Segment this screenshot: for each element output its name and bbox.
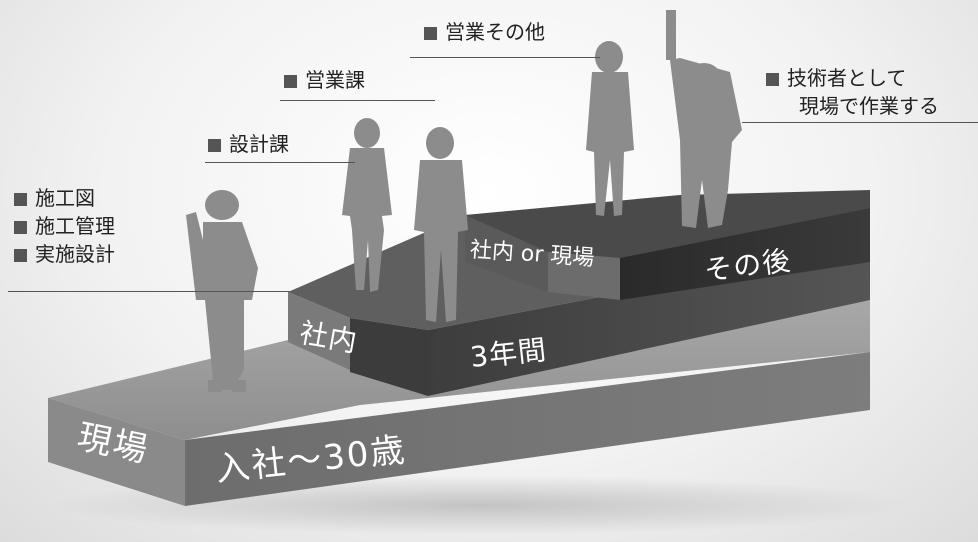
bullet-square-icon [208,139,221,152]
mid-step-front [428,245,870,396]
top-step-top [465,190,870,258]
genba-task-item: 施工図 [14,184,115,212]
engineer-silhouette [666,10,742,228]
design-note: 設計課 [208,130,289,158]
bullet-square-icon [14,193,27,206]
genba-leader-line [8,291,290,292]
design-note-text: 設計課 [229,132,289,156]
engineer-note-text: 現場で作業する [799,94,939,118]
engineer-note: 技術者として 現場で作業する [766,64,939,120]
genba-task-item: 施工管理 [14,212,115,240]
bullet-square-icon [284,75,297,88]
engineer-leader-line [742,122,978,123]
base-step-left-face [48,398,185,506]
engineer-note-text: 技術者として [787,66,907,90]
mid-step-left-face [288,292,350,370]
top-step-front [620,208,870,300]
genba-task-text: 実施設計 [35,242,115,266]
sales-other-leader-line [410,57,600,58]
sales-note: 営業課 [284,66,365,94]
genba-tasks-note: 施工図 施工管理 実施設計 [14,184,115,268]
sales-other-note: 営業その他 [424,18,545,46]
genba-task-item: 実施設計 [14,240,115,268]
bullet-square-icon [14,221,27,234]
sales-other-note-text: 営業その他 [445,20,545,44]
genba-task-text: 施工管理 [35,214,115,238]
design-leader-line [205,162,355,163]
top-step-left-face [465,215,548,292]
design-woman-silhouette [342,118,392,292]
sales-man-silhouette [414,127,468,322]
mid-front-label: 3年間 [468,333,549,374]
bullet-square-icon [766,73,779,86]
sales-note-text: 営業課 [305,68,365,92]
base-step-front [185,352,870,506]
worker-silhouette [186,190,258,392]
sales-other-woman-silhouette [586,41,634,216]
bullet-square-icon [14,249,27,262]
top-step-inner-face [548,252,620,300]
bullet-square-icon [424,27,437,40]
sales-leader-line [280,100,435,101]
mid-step-inner-face [350,318,428,396]
genba-task-text: 施工図 [35,186,95,210]
